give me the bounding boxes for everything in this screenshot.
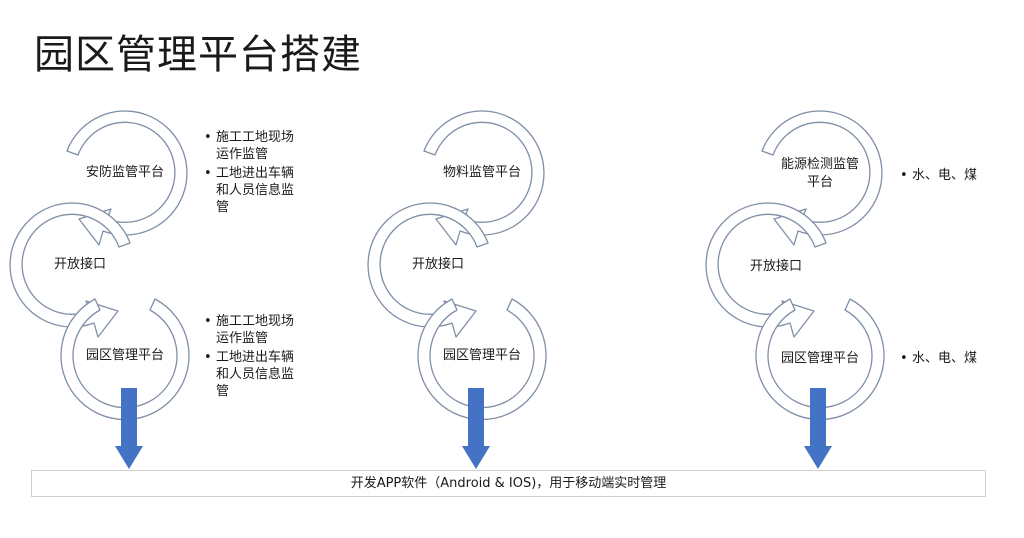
page-title: 园区管理平台搭建 — [34, 32, 362, 78]
col3-bottom-bullets: 水、电、煤 — [900, 350, 1000, 369]
col2-top-label: 物料监管平台 — [442, 165, 521, 180]
bullet-item: 水、电、煤 — [900, 167, 1000, 184]
col2-bottom-label: 园区管理平台 — [442, 348, 521, 363]
col3-bottom-label: 园区管理平台 — [780, 351, 859, 366]
bullet-item: 工地进出车辆和人员信息监管 — [204, 165, 304, 216]
col1-bottom-bullets: 施工工地现场运作监管 工地进出车辆和人员信息监管 — [204, 313, 304, 402]
col1-bottom-label: 园区管理平台 — [85, 348, 164, 363]
col2-middle-label: 开放接口 — [411, 257, 464, 272]
bullet-item: 施工工地现场运作监管 — [204, 129, 304, 163]
col1-down-arrow — [115, 388, 143, 469]
col3-top-label: 能源检测监管平台 — [780, 157, 859, 190]
col1-top-bullets: 施工工地现场运作监管 工地进出车辆和人员信息监管 — [204, 129, 304, 218]
bullet-item: 工地进出车辆和人员信息监管 — [204, 349, 304, 400]
bottom-bar: 开发APP软件（Android & IOS)，用于移动端实时管理 — [31, 470, 986, 497]
col1-middle-label: 开放接口 — [53, 257, 106, 272]
bullet-item: 施工工地现场运作监管 — [204, 313, 304, 347]
col3-top-bullets: 水、电、煤 — [900, 167, 1000, 186]
col1-top-label: 安防监管平台 — [85, 165, 164, 180]
bullet-item: 水、电、煤 — [900, 350, 1000, 367]
col3-down-arrow — [804, 388, 832, 469]
col2-down-arrow — [462, 388, 490, 469]
col3-middle-label: 开放接口 — [749, 259, 802, 274]
